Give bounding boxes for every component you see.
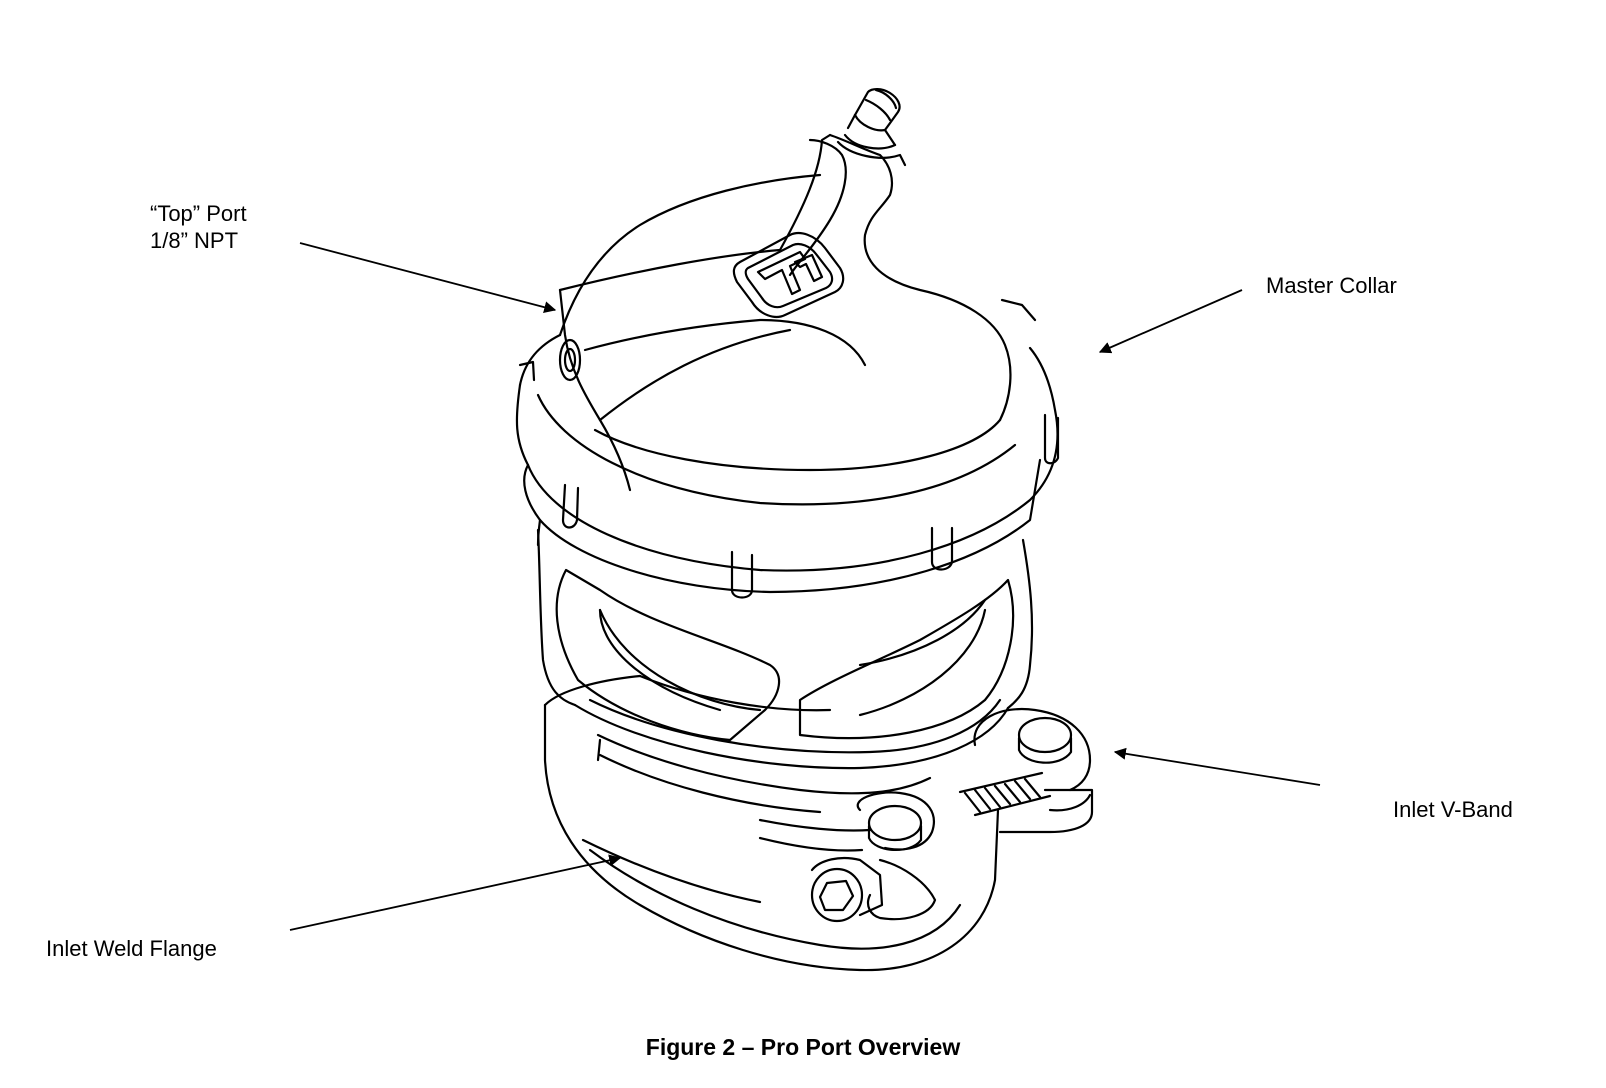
inlet-v-band-leader-line [1113,747,1321,786]
inlet-weld-flange-label: Inlet Weld Flange [46,936,217,961]
top-port-label-line1: “Top” Port [150,201,247,226]
top-port-label: “Top” Port 1/8” NPT [150,200,247,254]
inlet-weld-flange-leader-line [289,854,622,931]
top-port-label-line2: 1/8” NPT [150,228,239,253]
top-cap-drawing [558,88,1012,492]
figure-caption: Figure 2 – Pro Port Overview [645,1034,961,1060]
valve-body-drawing [536,528,1034,770]
inlet-v-band-clamp-drawing [596,707,1094,923]
inlet-weld-flange-drawing [543,674,1000,972]
master-collar-drawing [515,298,1060,599]
master-collar-label: Master Collar [1266,273,1397,298]
inlet-v-band-label: Inlet V-Band [1393,797,1513,822]
master-collar-leader-line [1098,289,1243,354]
top-port-leader-line [299,242,557,314]
turbosmart-logo-icon [732,231,845,319]
